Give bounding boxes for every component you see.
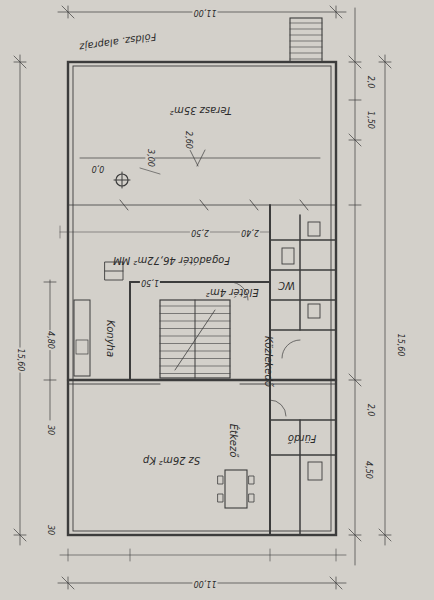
dimension-value: 4,80 (46, 330, 55, 350)
dimension-value: 2,50 (190, 228, 210, 237)
room-area: Konyha (92, 300, 130, 376)
room-label: WC (276, 279, 297, 292)
room-area: Fürdő (272, 422, 332, 454)
room-area: WC (272, 272, 300, 298)
room-label: Fürdő (286, 432, 318, 445)
dimension-value: 2,0 (366, 75, 375, 90)
room-label: Konyha (105, 317, 118, 358)
room-label: Sz 26m² Kp (141, 454, 202, 467)
room-area: Előtér 4m² (196, 284, 268, 301)
room-area: Étkező (200, 419, 268, 461)
room-area: Terasz 35m² (76, 70, 326, 150)
room-label: Étkező (228, 421, 241, 459)
dimension-value: 2,0 (366, 403, 375, 418)
dimension-value: 1,50 (366, 110, 375, 130)
dimension-value: 2,40 (240, 228, 260, 237)
dimension-value: 30 (46, 524, 55, 536)
room-label: Közlekedő (261, 335, 274, 390)
dimension-value: 11,00 (193, 579, 218, 588)
dimension-value: 0,0 (91, 164, 106, 173)
room-label: Fogadótér 46,72m² MM (111, 254, 232, 267)
dimension-value: 4,50 (364, 460, 373, 480)
dimension-value: 3,00 (146, 148, 155, 168)
dimension-value: 15,60 (16, 348, 25, 373)
dimension-value: 2,60 (184, 130, 193, 150)
room-area: Közlekedő (232, 333, 304, 392)
room-label: Terasz 35m² (168, 104, 233, 117)
room-area: Sz 26m² Kp (76, 390, 268, 530)
dimension-value: 30 (46, 424, 55, 436)
dimension-value: 15,60 (396, 333, 405, 358)
room-label: Előtér 4m² (204, 286, 261, 299)
dimension-value: 1,50 (140, 278, 160, 287)
sheet-title: Földsz. alaprajz (78, 31, 158, 53)
dimension-value: 11,00 (193, 8, 218, 17)
room-area: Fogadótér 46,72m² MM (76, 240, 266, 280)
